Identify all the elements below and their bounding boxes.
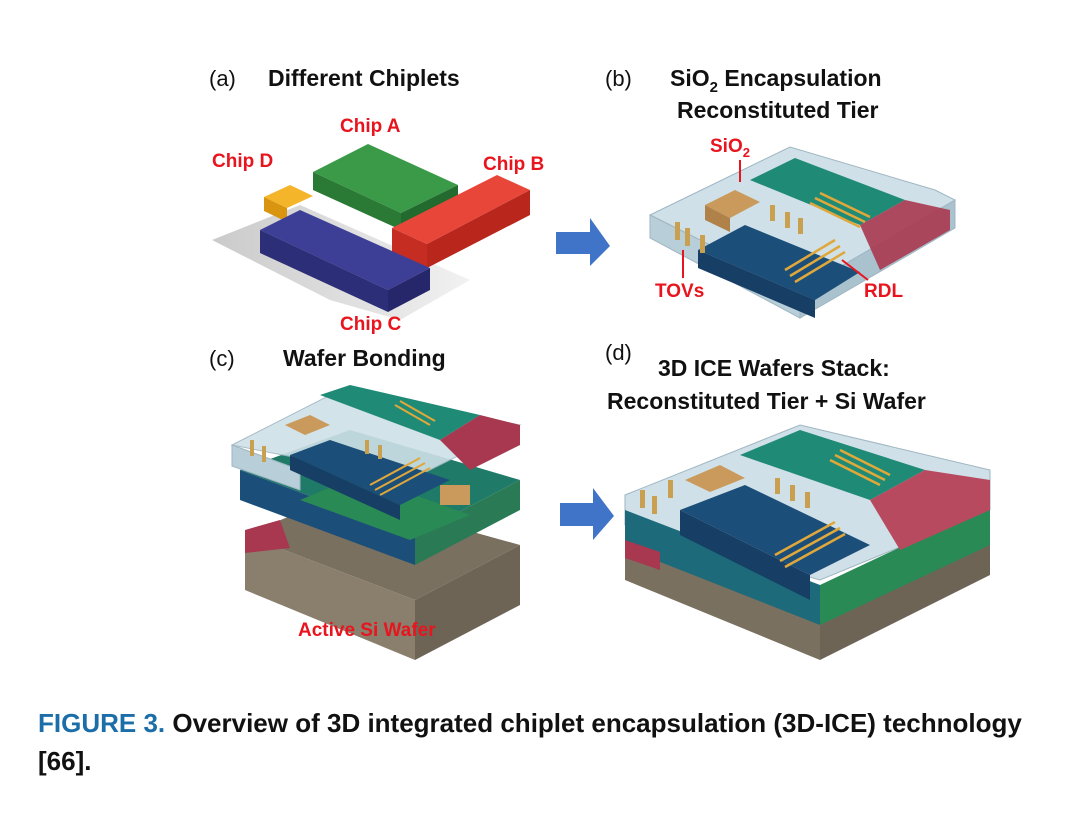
panel-d: (d) 3D ICE Wafers Stack: Reconstituted T… xyxy=(605,340,991,660)
panel-b: (b) SiO2 Encapsulation Reconstituted Tie… xyxy=(605,65,957,319)
chip-d-label: Chip D xyxy=(212,151,273,172)
panel-b-title: SiO2 Encapsulation xyxy=(670,65,882,96)
panel-c-title: Wafer Bonding xyxy=(283,345,446,371)
tovs-label: TOVs xyxy=(655,281,704,302)
panel-d-title-line2: Reconstituted Tier + Si Wafer xyxy=(607,388,926,414)
panel-a-label: (a) xyxy=(209,66,236,91)
chip-d-block xyxy=(264,185,313,222)
panel-b-title-line2: Reconstituted Tier xyxy=(677,97,879,123)
chip-b-label: Chip B xyxy=(483,154,544,175)
panel-d-title-line1: 3D ICE Wafers Stack: xyxy=(658,355,890,381)
chip-c-block xyxy=(260,210,430,312)
tov-pillars xyxy=(675,205,803,253)
arrow-right-icon xyxy=(556,218,610,266)
rdl-label: RDL xyxy=(864,281,903,302)
arrow-right-icon xyxy=(560,488,614,540)
caption-text: Overview of 3D integrated chiplet encaps… xyxy=(38,708,1022,776)
wafer-stack xyxy=(624,424,991,660)
top-tier xyxy=(230,385,522,520)
active-si-wafer-label: Active Si Wafer xyxy=(298,620,436,641)
panel-a-title: Different Chiplets xyxy=(268,65,460,91)
figure-caption: FIGURE 3. Overview of 3D integrated chip… xyxy=(38,704,1048,780)
chip-c-label: Chip C xyxy=(340,314,401,335)
panel-d-label: (d) xyxy=(605,340,632,365)
rdl-pointer xyxy=(841,259,869,281)
panel-c-label: (c) xyxy=(209,346,235,371)
reconstituted-tier xyxy=(648,146,957,319)
figure-number: FIGURE 3. xyxy=(38,708,166,738)
chip-a-label: Chip A xyxy=(340,116,401,137)
panel-c: (c) Wafer Bonding xyxy=(209,345,522,660)
panel-a: (a) Different Chiplets Chip A Chip D Chi… xyxy=(209,65,544,335)
sio2-label: SiO2 xyxy=(710,136,750,160)
panel-b-label: (b) xyxy=(605,66,632,91)
rdl-lines xyxy=(784,191,871,284)
chip-b-block xyxy=(392,175,530,268)
